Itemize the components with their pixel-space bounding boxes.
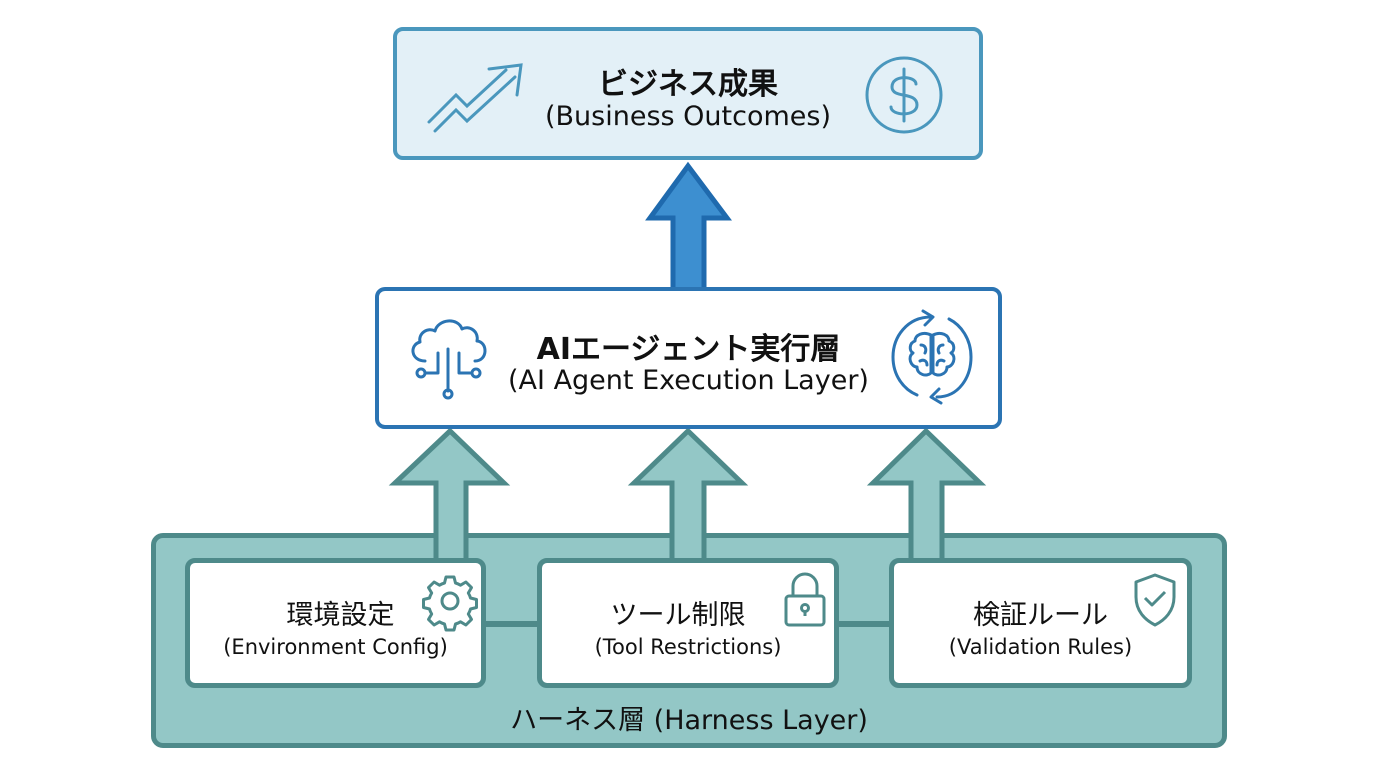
connector-line (486, 621, 537, 627)
lock-icon (784, 572, 826, 627)
ai-agent-title-en: (AI Agent Execution Layer) (508, 365, 869, 396)
cloud-circuit-icon (411, 319, 487, 400)
harness-arrow-2 (627, 427, 749, 563)
dollar-coin-icon (865, 56, 943, 134)
connector-line (839, 621, 889, 627)
shield-check-icon (1134, 573, 1176, 627)
component-tool-restrictions: ツール制限 (Tool Restrictions) (537, 558, 839, 688)
main-arrow-shape (645, 161, 732, 289)
component-title-jp: 環境設定 (286, 600, 395, 631)
component-title-jp: ツール制限 (610, 600, 746, 631)
component-title-en: (Environment Config) (223, 635, 448, 659)
component-title-jp: 検証ルール (973, 600, 1108, 631)
component-environment-config: 環境設定 (Environment Config) (185, 558, 486, 688)
gear-icon (422, 575, 478, 632)
component-validation-rules: 検証ルール (Validation Rules) (889, 558, 1192, 688)
component-title-en: (Validation Rules) (948, 635, 1133, 659)
business-outcomes-box: ビジネス成果 (Business Outcomes) (393, 27, 983, 160)
harness-arrow-1 (388, 427, 511, 563)
harness-layer-label: ハーネス層 (Harness Layer) (510, 705, 868, 736)
business-outcomes-title-en: (Business Outcomes) (544, 101, 831, 132)
trending-up-arrow-icon (427, 63, 523, 133)
harness-arrow-3 (866, 427, 987, 563)
ai-agent-title-jp: AIエージェント実行層 (536, 332, 841, 367)
brain-cycle-icon (891, 309, 973, 405)
business-outcomes-title-jp: ビジネス成果 (598, 67, 778, 102)
ai-agent-execution-layer-box: AIエージェント実行層 (AI Agent Execution Layer) (375, 287, 1002, 429)
component-title-en: (Tool Restrictions) (594, 635, 782, 659)
